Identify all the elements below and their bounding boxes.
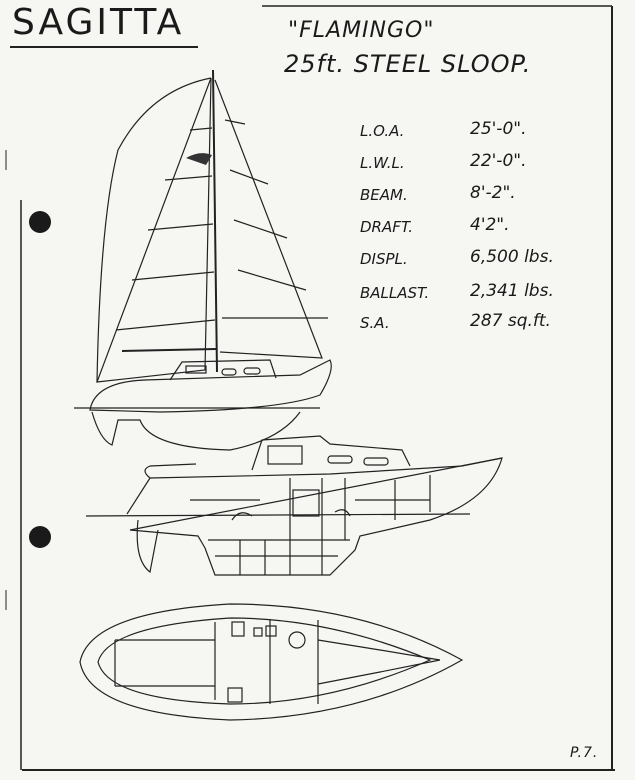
boat-type: 25ft. STEEL SLOOP.	[284, 50, 532, 78]
spec-value-displ: 6,500 lbs.	[470, 247, 554, 267]
punch-hole-bottom	[29, 526, 51, 548]
spec-label-loa: L.O.A.	[360, 122, 405, 140]
spec-value-draft: 4'2".	[470, 215, 510, 235]
brand-underline	[10, 46, 198, 48]
spec-label-displ: DISPL.	[360, 250, 408, 268]
boat-name: "FLAMINGO"	[288, 18, 435, 43]
brand-title: SAGITTA	[12, 2, 185, 43]
spec-value-ballast: 2,341 lbs.	[470, 281, 554, 301]
spec-value-beam: 8'-2".	[470, 183, 516, 203]
spec-label-beam: BEAM.	[360, 186, 408, 204]
punch-hole-top	[29, 211, 51, 233]
spec-value-loa: 25'-0".	[470, 119, 527, 139]
spec-value-lwl: 22'-0".	[470, 151, 527, 171]
spec-label-draft: DRAFT.	[360, 218, 414, 236]
page-number: P.7.	[570, 745, 599, 761]
spec-label-ballast: BALLAST.	[360, 284, 430, 302]
spec-value-sa: 287 sq.ft.	[470, 311, 551, 331]
spec-label-lwl: L.W.L.	[360, 154, 405, 172]
spec-label-sa: S.A.	[360, 314, 390, 332]
